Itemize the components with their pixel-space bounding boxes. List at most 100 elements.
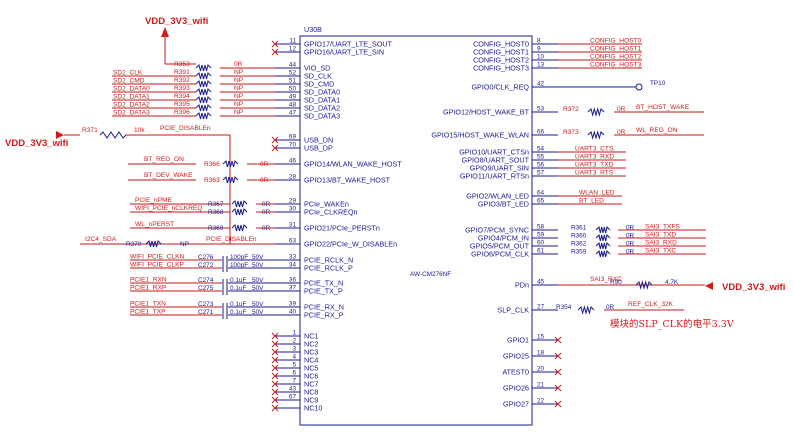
right-pin-name-42: GPIO0/CLK_REQ xyxy=(471,83,529,92)
left-pin-name-47: SD_DATA3 xyxy=(304,112,340,121)
left-net-name-C272: WIFI_PCIE_CLKP xyxy=(130,262,184,269)
left-net-name-R370: I2C4_SDA xyxy=(85,236,117,243)
left-pin-name-30: PCIe_CLKREQn xyxy=(304,208,358,217)
right-res-ref-R359: R359 xyxy=(571,249,587,256)
left-resistor-R369 xyxy=(231,224,248,232)
left-pin-name-50: SD_DATA0 xyxy=(304,88,340,97)
left-res-val-R394: NP xyxy=(234,93,244,100)
left-cap-val-C274: 0.1uF xyxy=(230,277,246,284)
nc-mark-right-15 xyxy=(554,336,562,344)
nc-mark-left-5 xyxy=(271,364,279,372)
left-pin-num-31: 31 xyxy=(289,222,297,229)
left-pin-num-40: 40 xyxy=(289,309,297,316)
nc-mark-left-67 xyxy=(271,396,279,404)
left-net-name-R363: BT_DEV_WAKE xyxy=(144,172,193,179)
left-res-val-R370: NP xyxy=(180,241,189,248)
nc-mark-right-22 xyxy=(554,400,562,408)
left-pin-name-29: PCIe_WAKEn xyxy=(304,200,349,209)
left-pin-num-12: 12 xyxy=(289,46,297,53)
right-pin-name-59: GPIO4/PCM_IN xyxy=(478,234,529,243)
left-pin-name-44: VIO_SD xyxy=(304,64,330,73)
left-res-val-R393: NP xyxy=(234,85,244,92)
left-pin-num-69: 69 xyxy=(289,134,297,141)
left-cap-ref-C272: C272 xyxy=(198,262,214,269)
right-pin-num-27: 27 xyxy=(537,304,545,311)
right-pin-num-66: 66 xyxy=(537,129,545,136)
left-res-ref-R394: R394 xyxy=(174,93,190,100)
left-cap-volt-C272: 50V xyxy=(252,262,264,269)
nc-mark-left-69 xyxy=(271,136,279,144)
left-resistor-R367 xyxy=(231,200,248,208)
left-pin-name-31: GPIO21/PCIe_PERSTn xyxy=(304,224,380,233)
right-pin-name-57: GPIO11/UART_RTSn xyxy=(460,172,529,181)
left-pin-name-5: NC5 xyxy=(304,364,318,373)
power-arrow-top xyxy=(161,27,169,37)
right-pin-num-45: 45 xyxy=(537,279,545,286)
left-pin-name-nc10: NC10 xyxy=(304,404,322,413)
left-pin-num-7: 7 xyxy=(292,378,296,385)
right-res-ref-R372: R372 xyxy=(563,106,579,113)
left-cap-val-C275: 0.1uF xyxy=(230,285,246,292)
chip-part: AW-CM276NF xyxy=(410,271,451,278)
left-pin-name-33: PCIE_RCLK_N xyxy=(304,256,353,265)
right-pin-num-58: 58 xyxy=(537,224,545,231)
right-pin-num-61: 61 xyxy=(537,248,545,255)
left-res-ref-R391: R391 xyxy=(174,69,190,76)
right-pin-num-64: 64 xyxy=(537,190,545,197)
left-res-ref-R363: R363 xyxy=(204,177,220,184)
left-res-ref-R370: R370 xyxy=(126,241,142,248)
right-resistor-R354 xyxy=(577,305,595,315)
left-pin-num-4: 4 xyxy=(292,354,296,361)
left-net-name-R392: SD2_CMD xyxy=(113,78,145,85)
left-net-name-C275: PCIE1_RXP xyxy=(130,285,167,292)
right-res-ref-R362: R362 xyxy=(571,241,587,248)
left-res-ref-R366: R366 xyxy=(204,161,220,168)
right-res-val-R361: 0R xyxy=(626,225,635,232)
left-pin-name-40: PCIE_RX_P xyxy=(304,311,344,320)
left-res-val-R395: NP xyxy=(234,101,244,108)
left-net-name-R396: SD2_DATA3 xyxy=(113,110,150,117)
power-arrow-right xyxy=(705,282,713,290)
right-pin-num-42: 42 xyxy=(537,81,545,88)
left-cap-volt-C273: 50V xyxy=(252,301,264,308)
power-label-right: VDD_3V3_wifi xyxy=(722,282,785,293)
left-pin-name-46: GPIO14/WLAN_WAKE_HOST xyxy=(304,160,402,169)
right-net-name-led-0: WLAN_LED xyxy=(579,190,615,197)
nc-mark-left-4 xyxy=(271,356,279,364)
right-pin-name-58: GPIO7/PCM_SYNC xyxy=(465,226,529,235)
right-resistor-R90 xyxy=(635,280,653,290)
left-pin-name-69: USB_DN xyxy=(304,136,333,145)
left-pin-num-33: 33 xyxy=(289,254,297,261)
right-pin-num-21: 21 xyxy=(537,382,545,389)
left-cap-ref-C271: C271 xyxy=(198,309,214,316)
right-net-name-uart-3: UART3_RTS xyxy=(575,170,614,177)
right-pin-name-65: GPIO3/BT_LED xyxy=(478,200,529,209)
left-net-name-R393: SD2_DATA0 xyxy=(113,86,150,93)
left-pin-num-49: 49 xyxy=(289,94,297,101)
right-pin-num-57: 57 xyxy=(537,170,545,177)
left-resistor-R393 xyxy=(195,88,212,96)
right-net-name-config-1: CONFIG_HOST1 xyxy=(590,46,642,53)
right-pin-num-22: 22 xyxy=(537,398,545,405)
left-pin-num-30: 30 xyxy=(289,206,297,213)
right-pin-name-22: GPIO27 xyxy=(503,400,529,409)
left-res-ref-R367: R367 xyxy=(208,201,224,208)
left-pin-name-36: PCIE_TX_N xyxy=(304,279,343,288)
left-cap-ref-C276: C276 xyxy=(198,254,214,261)
left-net-name-R369: WL_nPERST xyxy=(135,221,174,228)
left-pin-num-6: 6 xyxy=(292,370,296,377)
r371-resistor xyxy=(99,131,127,139)
left-pin-num-44: 44 xyxy=(289,62,297,69)
nc-mark-left-1 xyxy=(271,332,279,340)
left-pin-name-4: NC4 xyxy=(304,356,318,365)
right-pin-num-55: 55 xyxy=(537,154,545,161)
left-cap-volt-C271: 50V xyxy=(252,309,264,316)
left-res-ref-R368: R368 xyxy=(208,209,224,216)
slp-clk-annotation: 模块的SLP_CLK的电平3.3V xyxy=(610,318,734,330)
left-res-val-R392: NP xyxy=(234,77,244,84)
right-net-name-R354: REF_CLK_32K xyxy=(628,301,674,308)
right-pin-name-45: PDn xyxy=(515,281,529,290)
left-pin-name-2: NC2 xyxy=(304,340,318,349)
right-pin-name-64: GPIO2/WLAN_LED xyxy=(466,192,529,201)
